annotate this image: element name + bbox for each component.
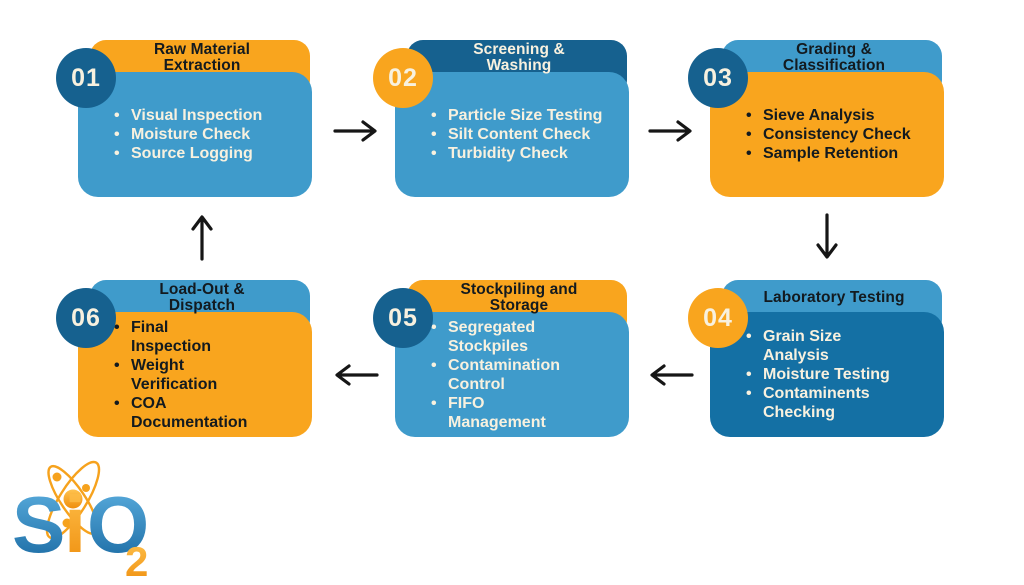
step-number: 01 [71, 63, 101, 92]
arrow-down-step3-to-step4 [816, 213, 838, 259]
step-number: 03 [703, 63, 733, 92]
card-title-line: Dispatch [168, 296, 236, 314]
atom-orbit [45, 460, 101, 540]
logo-letter-s: S [12, 480, 65, 569]
bullet-item: COA Documentation [114, 394, 247, 432]
step-card-4: Grain Size Analysis Moisture Testing Con… [688, 280, 944, 437]
bullet-item: Visual Inspection [114, 106, 262, 125]
step-card-2: Particle Size Testing Silt Content Check… [373, 40, 629, 197]
card-title: Screening & Washing [417, 41, 621, 74]
bullet-item: Weight Verification [114, 356, 244, 394]
bullet-item: Particle Size Testing [431, 106, 602, 125]
card-body: Visual Inspection Moisture Check Source … [78, 72, 312, 197]
step-card-6: Final Inspection Weight Verification COA… [56, 280, 312, 437]
bullet-item: Consistency Check [746, 125, 911, 144]
step-number: 06 [71, 303, 101, 332]
card-title: Raw Material Extraction [100, 41, 304, 74]
arrow-right-step2-to-step3 [648, 120, 692, 142]
card-body: Sieve Analysis Consistency Check Sample … [710, 72, 944, 197]
card-title-line: Extraction [163, 56, 241, 74]
step-number-badge: 03 [688, 48, 748, 108]
card-bullet-list: Segregated Stockpiles Contamination Cont… [431, 318, 576, 432]
card-title: Stockpiling and Storage [417, 281, 621, 314]
arrow-right-step1-to-step2 [333, 120, 377, 142]
bullet-item: Source Logging [114, 144, 262, 163]
card-title-line: Storage [489, 296, 549, 314]
card-body: Grain Size Analysis Moisture Testing Con… [710, 312, 944, 437]
card-title-line: Load-Out & [159, 280, 245, 298]
step-number: 04 [703, 303, 733, 332]
step-number: 05 [388, 303, 418, 332]
card-bullet-list: Grain Size Analysis Moisture Testing Con… [746, 327, 901, 422]
card-bullet-list: Particle Size Testing Silt Content Check… [431, 106, 602, 163]
step-number-badge: 04 [688, 288, 748, 348]
step-card-1: Visual Inspection Moisture Check Source … [56, 40, 312, 197]
bullet-item: Moisture Check [114, 125, 262, 144]
atom-graphic [45, 460, 101, 540]
step-number-badge: 05 [373, 288, 433, 348]
step-number-badge: 06 [56, 288, 116, 348]
electron-dot [62, 518, 72, 528]
electron-dot [52, 472, 62, 482]
card-title-line: Grading & [796, 40, 872, 58]
sio2-logo: S i O 2 [12, 460, 149, 580]
logo-letter-o: O [87, 480, 149, 569]
bullet-item: Contamination Control [431, 356, 576, 394]
card-bullet-list: Sieve Analysis Consistency Check Sample … [746, 106, 911, 163]
card-title-line: Classification [782, 56, 886, 74]
logo-subscript-2: 2 [125, 538, 148, 580]
bullet-item: Sieve Analysis [746, 106, 911, 125]
card-title-line: Washing [486, 56, 552, 74]
atom-nucleus [63, 489, 83, 509]
step-number: 02 [388, 63, 418, 92]
card-title: Grading & Classification [732, 41, 936, 74]
card-title-line: Stockpiling and [460, 280, 578, 298]
bullet-item: Sample Retention [746, 144, 911, 163]
bullet-item: Turbidity Check [431, 144, 602, 163]
arrow-up-step6-to-step1 [191, 215, 213, 261]
arrow-left-step4-to-step5 [650, 364, 694, 386]
card-body: Segregated Stockpiles Contamination Cont… [395, 312, 629, 437]
electron-dot [82, 484, 90, 492]
card-title-line: Raw Material [154, 40, 250, 58]
logo-letter-i: i [64, 480, 86, 569]
atom-orbit [47, 464, 99, 536]
step-number-badge: 02 [373, 48, 433, 108]
card-title: Laboratory Testing [732, 281, 936, 314]
bullet-item: Segregated Stockpiles [431, 318, 576, 356]
step-card-5: Segregated Stockpiles Contamination Cont… [373, 280, 629, 437]
card-bullet-list: Visual Inspection Moisture Check Source … [114, 106, 262, 163]
card-title: Load-Out & Dispatch [100, 281, 304, 314]
card-title-line: Screening & [473, 40, 565, 58]
bullet-item: Contaminents Checking [746, 384, 901, 422]
bullet-item: Final Inspection [114, 318, 244, 356]
arrow-left-step5-to-step6 [335, 364, 379, 386]
step-card-3: Sieve Analysis Consistency Check Sample … [688, 40, 944, 197]
bullet-item: Moisture Testing [746, 365, 901, 384]
bullet-item: Grain Size Analysis [746, 327, 901, 365]
card-bullet-list: Final Inspection Weight Verification COA… [114, 318, 247, 432]
bullet-item: FIFO Management [431, 394, 576, 432]
card-body: Particle Size Testing Silt Content Check… [395, 72, 629, 197]
card-title-line: Laboratory Testing [763, 288, 905, 306]
step-number-badge: 01 [56, 48, 116, 108]
card-body: Final Inspection Weight Verification COA… [78, 312, 312, 437]
bullet-item: Silt Content Check [431, 125, 602, 144]
